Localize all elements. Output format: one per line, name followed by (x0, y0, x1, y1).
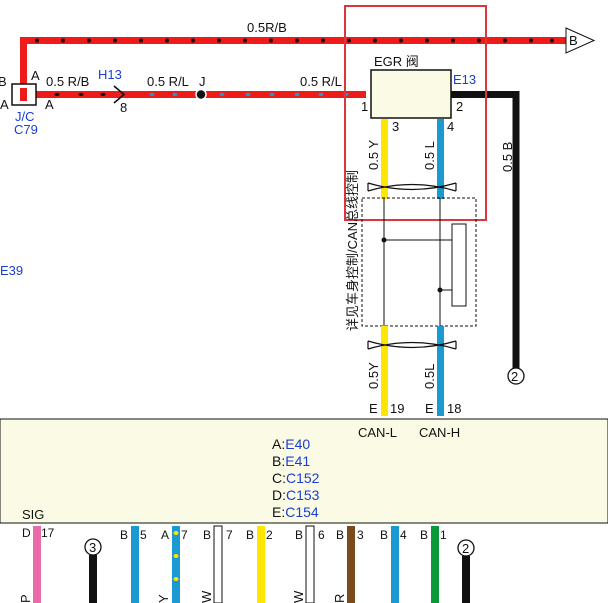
legend-row-b: B:E41 (272, 453, 310, 469)
p5-conn: B (203, 528, 211, 542)
can-yellow-wire-lower (381, 326, 388, 416)
p4-num: 7 (181, 528, 188, 542)
egr-code: E13 (453, 72, 476, 87)
main-wire-label-1: 0.5 R/B (46, 74, 89, 89)
can-h-pin: 18 (447, 401, 461, 416)
can-l-conn: E (369, 401, 378, 416)
p11-ref: 2 (462, 541, 469, 556)
p3-num: 5 (140, 528, 147, 542)
junction-pin-a-right: A (45, 97, 54, 112)
can-h-label: CAN-H (419, 425, 460, 440)
ground-ref-num: 2 (511, 369, 518, 384)
junction-name: J/C (15, 109, 35, 124)
can-l-pin: 19 (390, 401, 404, 416)
p8-bottom: R (332, 594, 347, 603)
can-blue-wire-lower (437, 326, 444, 416)
egr-yellow-wire-upper (381, 119, 388, 199)
top-wire: 0.5R/B B (20, 20, 596, 97)
legend-row-e: E:C154 (272, 504, 319, 520)
top-wire-end-ref: B (569, 33, 578, 48)
main-wire: 0.5 R/B H13 8 0.5 R/L J 0.5 R/L (36, 67, 366, 115)
legend-row-c: C:C152 (272, 470, 320, 486)
main-wire-label-3: 0.5 R/L (300, 74, 342, 89)
top-wire-dots (35, 38, 554, 43)
main-wire-label-2: 0.5 R/L (147, 74, 189, 89)
connector-legend: A:E40 B:E41 C:C152 D:C153 E:C154 (272, 436, 320, 520)
side-ref: E39 (0, 263, 23, 278)
p1-bottom: P (18, 594, 33, 603)
main-wire-dots-black (54, 92, 106, 97)
junction-code: C79 (14, 122, 38, 137)
egr-yellow-wire-label: 0.5 Y (366, 140, 381, 170)
p1-num: 17 (41, 526, 55, 540)
legend-row-d: D:C153 (272, 487, 320, 503)
p7-num: 6 (318, 528, 325, 542)
p8-conn: B (336, 528, 344, 542)
top-wire-label: 0.5R/B (247, 20, 287, 35)
p7-conn: B (295, 528, 303, 542)
connector-code: H13 (98, 67, 122, 82)
junction-block: B A A A J/C C79 (0, 68, 54, 137)
ground-wire-label: 0.5 B (500, 142, 515, 172)
p8-num: 3 (357, 528, 364, 542)
p10-conn: B (420, 528, 428, 542)
egr-blue-wire-upper (437, 119, 444, 199)
egr-valve: EGR 阀 E13 1 2 3 4 (361, 54, 476, 134)
can-l-label: CAN-L (358, 425, 397, 440)
junction-pin-a-left: A (0, 97, 9, 112)
off-page-arrow-icon (565, 27, 596, 54)
sig-label: SIG (22, 507, 44, 522)
can-blue-wire-label: 0.5L (422, 364, 437, 389)
can-module: 详见车身控制/CAN总线控制 (345, 170, 477, 331)
twisted-pair-icon-upper (367, 182, 457, 192)
bottom-pins: SIG D 17 P 3 B 5 A 7 Y B 7 W B 2 B 6 (18, 507, 475, 603)
ecu-panel: CAN-L CAN-H A:E40 B:E41 C:C152 D:C153 E:… (0, 418, 608, 524)
p1-conn: D (22, 526, 31, 540)
egr-blue-wire-label: 0.5 L (422, 141, 437, 170)
p4-bottom: Y (156, 594, 171, 603)
p9-num: 4 (400, 528, 407, 542)
p3-conn: B (120, 528, 128, 542)
p7-bottom: W (291, 590, 306, 603)
egr-highlight-box (344, 5, 487, 221)
junction-pin-left: B (0, 74, 7, 89)
egr-title: EGR 阀 (374, 54, 419, 69)
p4-conn: A (161, 528, 169, 542)
connector-chevron-icon (113, 85, 126, 104)
splice-label: J (199, 74, 206, 89)
splice-dot (195, 88, 207, 101)
twisted-pair-icon-lower (367, 340, 457, 350)
connector-pin: 8 (120, 100, 127, 115)
can-h-conn: E (425, 401, 434, 416)
ground-ref-icon (507, 367, 525, 385)
p5-bottom: W (199, 590, 214, 603)
p10-num: 1 (440, 528, 447, 542)
p9-conn: B (380, 528, 388, 542)
junction-pin-top: A (31, 68, 40, 83)
egr-pin-4: 4 (447, 119, 454, 134)
p6-conn: B (246, 528, 254, 542)
p6-num: 2 (266, 528, 273, 542)
egr-ground-wire: 2 0.5 B (451, 91, 525, 385)
can-yellow-wire-label: 0.5Y (366, 362, 381, 389)
legend-row-a: A:E40 (272, 436, 310, 452)
can-module-note: 详见车身控制/CAN总线控制 (345, 170, 360, 331)
egr-pin-3: 3 (392, 119, 399, 134)
egr-pin-1: 1 (361, 99, 368, 114)
egr-pin-2: 2 (456, 99, 463, 114)
p2-ref: 3 (89, 540, 96, 555)
p5-num: 7 (226, 528, 233, 542)
